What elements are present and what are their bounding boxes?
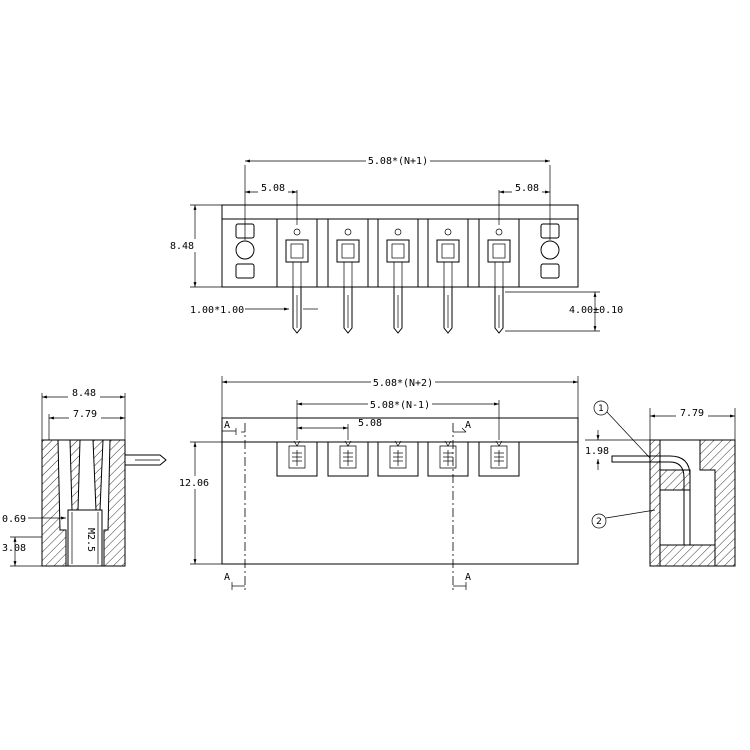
dim-top-height-text: 8.48 — [170, 241, 194, 252]
dim-top-pitch-right-text: 5.08 — [515, 183, 539, 194]
left-side-view: M2.5 8.48 7.79 0.69 3.08 — [2, 386, 167, 567]
dim-side-inner: 7.79 — [48, 407, 125, 440]
top-cell-3 — [377, 218, 419, 288]
top-pin-1 — [292, 287, 302, 334]
front-view-body — [221, 417, 579, 565]
screw — [67, 509, 103, 567]
dim-top-pin-text: 1.00*1.00 — [190, 305, 244, 316]
dim-front-between: 5.08*(N-1) — [296, 397, 500, 440]
section-marks: A A A A — [222, 420, 471, 590]
dim-top-pitch-right: 5.08 — [498, 181, 550, 225]
dim-side-b-text: 3.08 — [2, 543, 26, 554]
front-terminal-cells — [276, 440, 520, 477]
dim-front-overall-text: 5.08*(N+2) — [373, 378, 433, 389]
top-pin-5 — [494, 287, 504, 334]
top-view-body — [221, 204, 579, 288]
section-mark-tl: A — [224, 420, 230, 431]
dim-side-a: 0.69 — [2, 514, 66, 525]
front-cell-1 — [276, 440, 318, 477]
callout-2: 2 — [591, 509, 656, 529]
dim-top-pin-length: 4.00±0.10 — [505, 291, 623, 332]
dim-top-pitch-left-text: 5.08 — [261, 183, 285, 194]
section-view: 1 2 7.79 1.98 — [585, 400, 736, 567]
dim-front-pitch-text: 5.08 — [358, 418, 382, 429]
dim-section-offset: 1.98 — [585, 430, 650, 470]
svg-text:1: 1 — [598, 404, 604, 414]
dim-side-outer: 8.48 — [41, 386, 126, 440]
top-cell-2 — [327, 218, 369, 288]
dim-front-height: 12.06 — [176, 441, 222, 565]
top-pin-2 — [343, 287, 353, 334]
top-view: 5.08*(N+1) 5.08 5.08 8.48 1.00*1 — [170, 153, 623, 334]
top-pin-4 — [443, 287, 453, 334]
dim-top-pin: 1.00*1.00 — [190, 305, 318, 316]
top-pins — [292, 287, 504, 334]
top-terminal-cells — [276, 218, 520, 288]
front-cell-2 — [327, 440, 369, 477]
dim-front-height-text: 12.06 — [179, 478, 209, 489]
dim-section-width: 7.79 — [649, 406, 736, 440]
top-cell-1 — [276, 218, 318, 288]
dim-side-b: 3.08 — [2, 536, 42, 567]
dim-top-pin-length-text: 4.00±0.10 — [569, 305, 623, 316]
screw-label: M2.5 — [85, 528, 96, 552]
dim-top-height: 8.48 — [170, 204, 222, 288]
dim-section-width-text: 7.79 — [680, 408, 704, 419]
dim-top-width: 5.08*(N+1) — [244, 153, 551, 240]
dim-front-overall: 5.08*(N+2) — [221, 375, 579, 418]
top-cell-4 — [427, 218, 469, 288]
front-cell-5 — [478, 440, 520, 477]
dim-side-outer-text: 8.48 — [72, 388, 96, 399]
section-mark-bl: A — [224, 572, 230, 583]
front-cell-4 — [427, 440, 469, 477]
section-mark-br: A — [465, 572, 471, 583]
dim-side-inner-text: 7.79 — [73, 409, 97, 420]
top-cell-5 — [478, 218, 520, 288]
svg-text:2: 2 — [596, 517, 602, 527]
dim-top-width-text: 5.08*(N+1) — [368, 156, 428, 167]
dim-section-offset-text: 1.98 — [585, 446, 609, 457]
dim-side-a-text: 0.69 — [2, 514, 26, 525]
dim-top-pitch-left: 5.08 — [245, 181, 298, 225]
dim-front-between-text: 5.08*(N-1) — [370, 400, 430, 411]
section-mark-tr: A — [465, 420, 471, 431]
dim-front-pitch: 5.08 — [297, 418, 382, 440]
top-pin-3 — [393, 287, 403, 334]
front-cell-3 — [377, 440, 419, 477]
callout-1: 1 — [593, 400, 651, 459]
front-view: A A A A 5.08*(N+2) 5.08*(N-1) — [176, 375, 579, 590]
